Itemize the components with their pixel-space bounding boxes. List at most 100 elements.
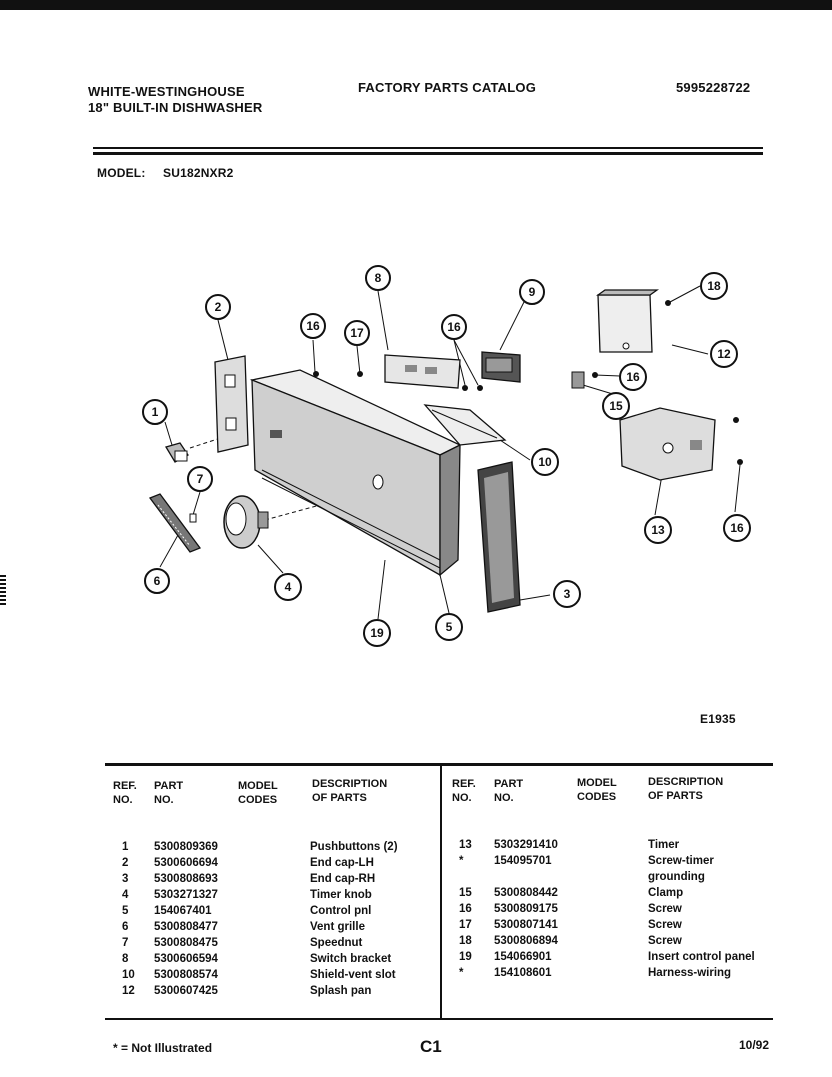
row-part: 5300808693 — [154, 873, 218, 885]
row-part: 5300806894 — [494, 935, 558, 947]
svg-text:17: 17 — [350, 326, 364, 340]
scan-edge-mark — [0, 575, 6, 605]
svg-text:2: 2 — [215, 300, 222, 314]
row-desc: End cap-RH — [310, 873, 376, 885]
row-part: 154108601 — [494, 967, 552, 979]
row-part: 5300808475 — [154, 937, 218, 949]
callout-12: 12 — [710, 340, 738, 368]
svg-text:19: 19 — [370, 626, 384, 640]
row-desc: Screw — [648, 919, 682, 931]
col-ref-left: REF.NO. — [113, 780, 137, 806]
header-rule-bottom — [93, 152, 763, 155]
row-part: 5300808477 — [154, 921, 218, 933]
callout-8: 8 — [365, 265, 391, 291]
row-part: 5300607425 — [154, 985, 218, 997]
svg-text:6: 6 — [154, 574, 161, 588]
callout-16d: 16 — [723, 514, 751, 542]
callout-7: 7 — [187, 466, 213, 492]
page-number: C1 — [420, 1037, 442, 1056]
callout-5: 5 — [435, 613, 463, 641]
svg-text:12: 12 — [717, 347, 731, 361]
row-desc: End cap-LH — [310, 857, 374, 869]
row-part: 5300809175 — [494, 903, 558, 915]
callout-16b: 16 — [441, 314, 467, 340]
row-ref: 5 — [122, 905, 129, 917]
row-ref: 16 — [459, 903, 472, 915]
svg-text:16: 16 — [626, 370, 640, 384]
row-desc: grounding — [648, 871, 705, 883]
table-rule-bottom — [105, 1018, 773, 1020]
switch-part — [481, 351, 521, 383]
svg-text:9: 9 — [529, 285, 536, 299]
callout-9: 9 — [519, 279, 545, 305]
row-part: 5300807141 — [494, 919, 558, 931]
col-ref-right: REF.NO. — [452, 778, 476, 804]
row-ref: 4 — [122, 889, 129, 901]
row-ref: 3 — [122, 873, 129, 885]
row-desc: Insert control panel — [648, 951, 755, 963]
header-rule-top — [93, 147, 763, 149]
row-part: 154067401 — [154, 905, 212, 917]
model-label: MODEL: — [97, 166, 146, 180]
callout-3: 3 — [553, 580, 581, 608]
row-ref: 12 — [122, 985, 135, 997]
row-ref: 1 — [122, 841, 129, 853]
clamp-part — [571, 371, 585, 389]
footnote: * = Not Illustrated — [113, 1041, 213, 1055]
callout-16c: 16 — [619, 363, 647, 391]
svg-text:16: 16 — [306, 319, 320, 333]
row-desc: Shield-vent slot — [310, 969, 396, 981]
pushbuttons-part — [165, 442, 189, 463]
svg-text:8: 8 — [375, 271, 382, 285]
vent-grille-part — [148, 493, 202, 553]
switch-bracket-part — [357, 354, 461, 389]
table-rule-top — [105, 763, 773, 766]
row-ref: * — [459, 967, 464, 979]
row-ref: 19 — [459, 951, 472, 963]
row-part: 154066901 — [494, 951, 552, 963]
row-part: 5303291410 — [494, 839, 558, 851]
row-part: 5300809369 — [154, 841, 218, 853]
row-desc: Screw — [648, 903, 682, 915]
row-desc: Screw — [648, 935, 682, 947]
callout-10: 10 — [531, 448, 559, 476]
timer-knob-part — [223, 495, 269, 549]
row-ref: 8 — [122, 953, 129, 965]
timer-part — [619, 407, 743, 481]
table-divider — [440, 766, 442, 1019]
svg-text:5: 5 — [446, 620, 453, 634]
row-ref: 18 — [459, 935, 472, 947]
catalog-title: FACTORY PARTS CATALOG — [358, 80, 537, 95]
row-ref: 7 — [122, 937, 129, 949]
svg-text:16: 16 — [447, 320, 461, 334]
callout-13: 13 — [644, 516, 672, 544]
end-cap-rh-part — [477, 461, 521, 613]
callout-15: 15 — [602, 392, 630, 420]
row-desc: Pushbuttons (2) — [310, 841, 398, 853]
svg-text:1: 1 — [152, 405, 159, 419]
svg-text:18: 18 — [707, 279, 721, 293]
product-name: 18" BUILT-IN DISHWASHER — [88, 100, 263, 115]
row-ref: 13 — [459, 839, 472, 851]
row-ref: 2 — [122, 857, 129, 869]
splash-pan-part — [595, 289, 660, 353]
svg-text:10: 10 — [538, 455, 552, 469]
end-cap-lh-part — [214, 355, 249, 453]
model-value: SU182NXR2 — [163, 166, 234, 180]
row-desc: Splash pan — [310, 985, 372, 997]
row-desc: Vent grille — [310, 921, 365, 933]
row-part: 154095701 — [494, 855, 552, 867]
svg-text:13: 13 — [651, 523, 665, 537]
svg-text:15: 15 — [609, 399, 623, 413]
row-part: 5300606594 — [154, 953, 218, 965]
row-desc: Screw-timer — [648, 855, 714, 867]
row-part: 5300808574 — [154, 969, 218, 981]
svg-text:3: 3 — [564, 587, 571, 601]
brand-name: WHITE-WESTINGHOUSE — [88, 84, 245, 99]
row-desc: Switch bracket — [310, 953, 392, 965]
